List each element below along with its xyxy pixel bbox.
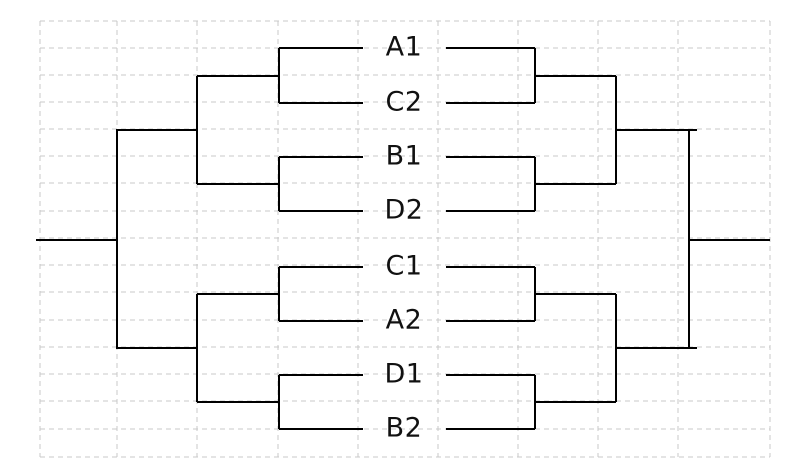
right-half xyxy=(446,47,770,430)
seed-label-a2: A2 xyxy=(386,305,423,336)
seed-label-d2: D2 xyxy=(385,195,424,226)
seed-label-b2: B2 xyxy=(386,413,423,444)
seed-label-d1: D1 xyxy=(385,359,424,390)
right-round1 xyxy=(446,47,616,430)
seed-label-b1: B1 xyxy=(386,141,423,172)
seed-label-c1: C1 xyxy=(385,251,422,282)
seed-label-c2: C2 xyxy=(385,87,422,118)
seed-label-a1: A1 xyxy=(386,32,423,63)
left-half xyxy=(36,47,363,430)
bracket-lines-layer xyxy=(36,47,770,430)
right-round2 xyxy=(535,75,697,403)
